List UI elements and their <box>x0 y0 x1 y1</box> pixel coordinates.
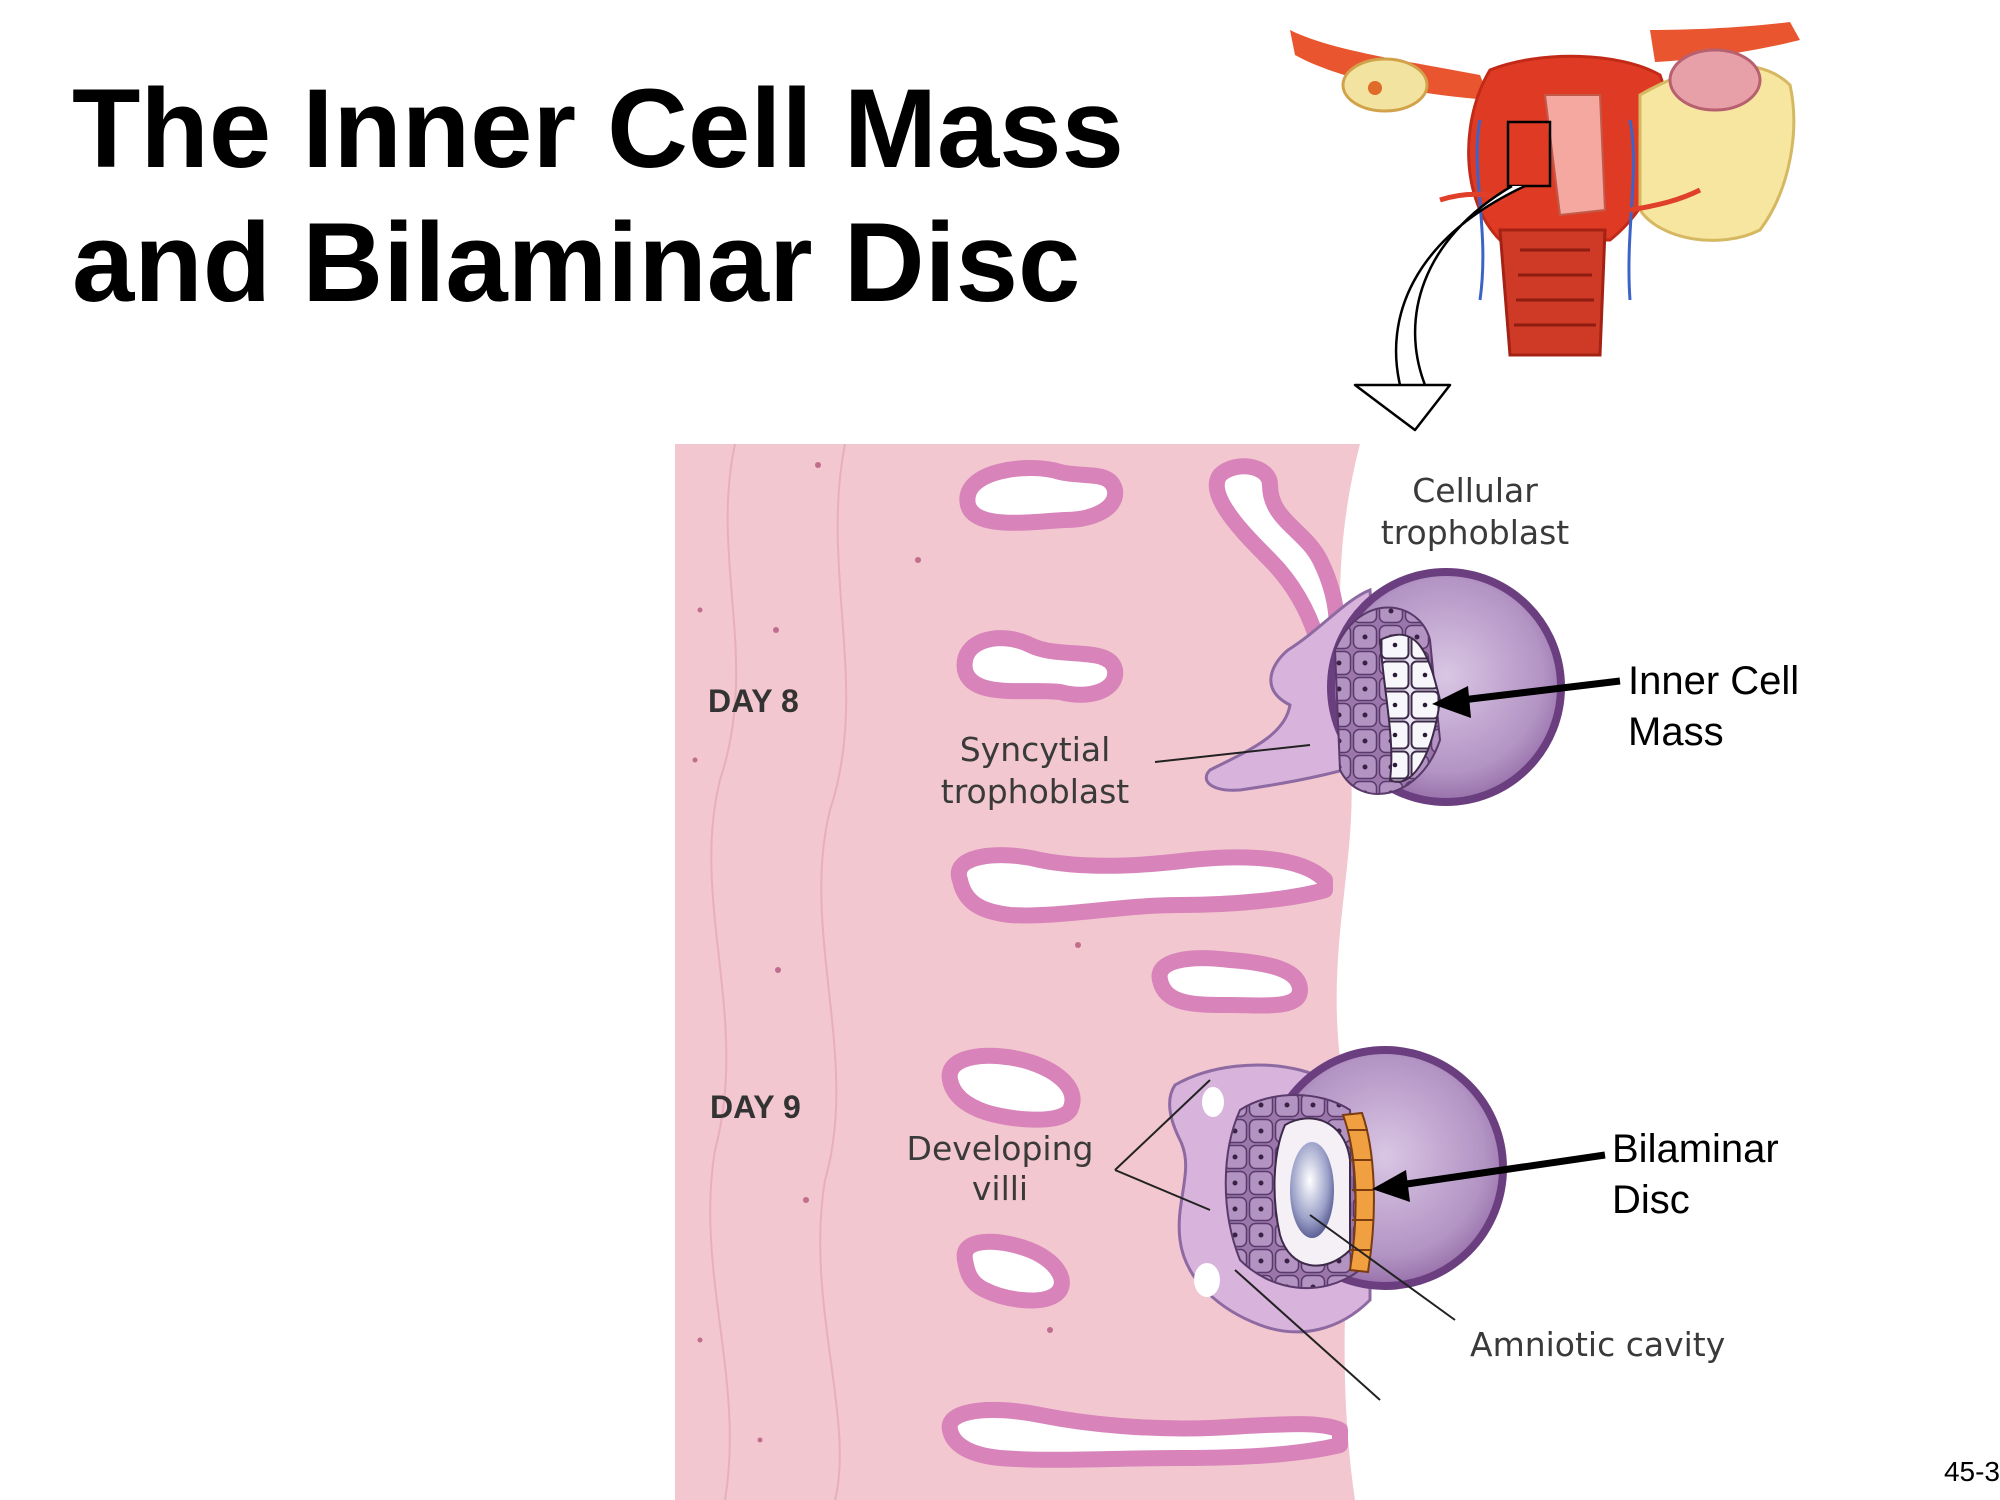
zoom-arrow <box>1353 184 1526 432</box>
day8-embryo <box>1204 568 1565 806</box>
leader-lines <box>1114 744 1456 1401</box>
cellular-trophoblast-label-2: trophoblast <box>1381 513 1570 552</box>
uterus-illustration <box>1290 22 1800 432</box>
developing-villi-label-1: Developing <box>907 1129 1094 1168</box>
bilaminar-disc-callout-2: Disc <box>1612 1178 1690 1222</box>
amniotic-cavity-label: Amniotic cavity <box>1470 1325 1725 1364</box>
developing-villi-label-2: villi <box>972 1169 1028 1208</box>
bilaminar-disc-callout-1: Bilaminar <box>1612 1127 1779 1171</box>
syncytial-trophoblast-label-1: Syncytial <box>960 730 1111 769</box>
title-line-2: and Bilaminar Disc <box>72 200 1081 325</box>
cellular-trophoblast-label-1: Cellular <box>1412 471 1538 510</box>
endometrium-panel: DAY 8 DAY 9 Cellular trophoblast Syncyti… <box>675 443 1725 1500</box>
page-number: 45-3 <box>1943 1456 2000 1487</box>
inner-cell-mass-callout-2: Mass <box>1628 710 1724 754</box>
syncytial-trophoblast-label-2: trophoblast <box>941 772 1130 811</box>
inner-cell-mass-callout-1: Inner Cell <box>1628 659 1799 703</box>
slide-title: The Inner Cell Mass and Bilaminar Disc <box>72 62 1124 330</box>
day8-label: DAY 8 <box>708 683 799 719</box>
region-marker-box <box>1506 120 1552 188</box>
day9-embryo <box>1168 1046 1507 1334</box>
callout-arrows <box>1372 677 1621 1202</box>
day9-label: DAY 9 <box>710 1089 801 1125</box>
title-line-1: The Inner Cell Mass <box>72 66 1124 191</box>
